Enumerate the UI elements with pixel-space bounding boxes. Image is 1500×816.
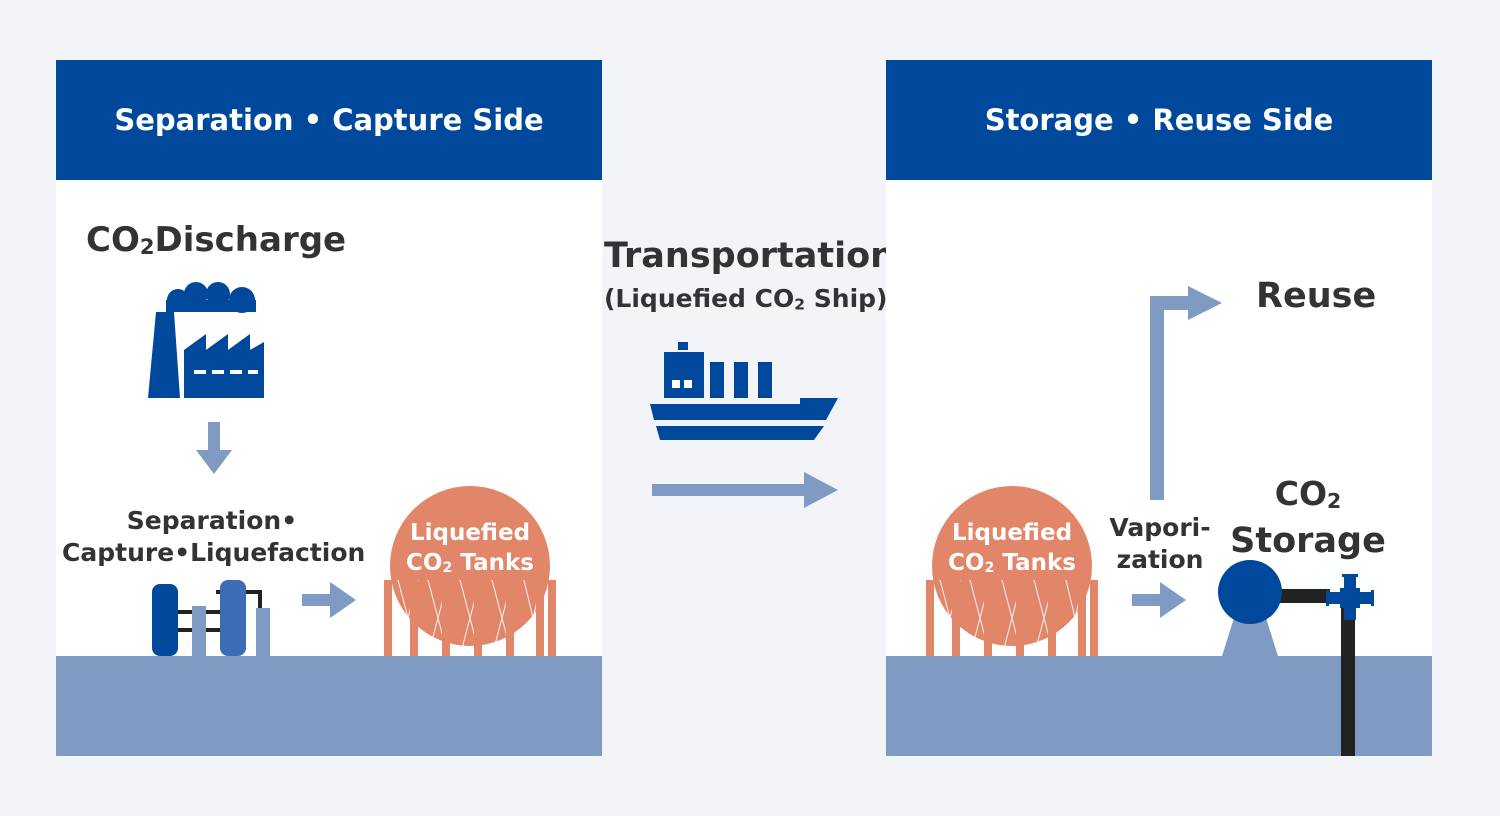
capture-side-panel: Separation • Capture Side CO2Discharge S… [56, 60, 602, 756]
right-tank-label: Liquefied CO2 Tanks [926, 518, 1098, 583]
left-tank-co2-sub: 2 [442, 560, 453, 577]
storage-side-panel: Storage • Reuse Side Reuse Liquefied CO2… [886, 60, 1432, 756]
left-tank-line-2: CO2 Tanks [384, 548, 556, 583]
transportation-subtitle: (Liquefied CO2 Ship) [604, 284, 888, 314]
spherical-tank-icon [926, 486, 1098, 657]
right-tank-line-2: CO2 Tanks [926, 548, 1098, 583]
storage-pump-icon [1218, 560, 1330, 656]
right-tank-line-1: Liquefied [951, 520, 1073, 546]
co2-subscript: 2 [139, 234, 155, 260]
left-tank-line-1: Liquefied [409, 520, 531, 546]
right-tank-tanks: Tanks [994, 550, 1076, 576]
up-right-arrow-icon [1150, 286, 1222, 500]
co2-discharge-label: CO2Discharge [86, 220, 346, 260]
separation-process-label: Separation• Capture•Liquefaction [62, 505, 366, 569]
subtitle-subscript: 2 [794, 295, 806, 314]
right-tank-co2-sub: 2 [984, 560, 995, 577]
capture-side-header: Separation • Capture Side [56, 60, 602, 180]
vapor-line-2: zation [1116, 545, 1204, 574]
reuse-label: Reuse [1256, 276, 1377, 316]
right-arrow-icon [1132, 582, 1186, 618]
subtitle-part-a: (Liquefied CO [604, 284, 795, 313]
left-tank-co2: CO [406, 550, 443, 576]
process-line-2: Capture•Liquefaction [62, 538, 366, 567]
storage-co2-sub: 2 [1327, 489, 1342, 514]
separation-equipment-icon [152, 580, 270, 656]
transportation-title: Transportation [604, 236, 896, 276]
left-tank-label: Liquefied CO2 Tanks [384, 518, 556, 583]
ground-left [56, 656, 602, 756]
down-arrow-icon [196, 422, 232, 474]
long-right-arrow-icon [652, 472, 838, 508]
ship-icon [650, 342, 838, 440]
right-arrow-icon [302, 582, 356, 618]
discharge-text: Discharge [154, 220, 347, 260]
factory-icon [148, 282, 264, 398]
storage-side-header: Storage • Reuse Side [886, 60, 1432, 180]
right-tank-co2: CO [948, 550, 985, 576]
co2-text: CO [86, 220, 140, 260]
subtitle-part-b: Ship) [805, 284, 888, 313]
storage-line-2: Storage [1230, 521, 1386, 562]
storage-co2: CO [1274, 474, 1328, 513]
injection-pipe [1341, 598, 1355, 756]
valve-icon [1326, 574, 1374, 620]
co2-storage-label: CO2 Storage [1230, 474, 1386, 561]
process-line-1: Separation• [126, 506, 298, 535]
vapor-line-1: Vapori- [1109, 513, 1211, 542]
left-tank-tanks: Tanks [452, 550, 534, 576]
storage-line-1: CO2 [1230, 474, 1386, 521]
spherical-tank-icon [384, 486, 556, 657]
vaporization-label: Vapori- zation [1106, 512, 1214, 576]
